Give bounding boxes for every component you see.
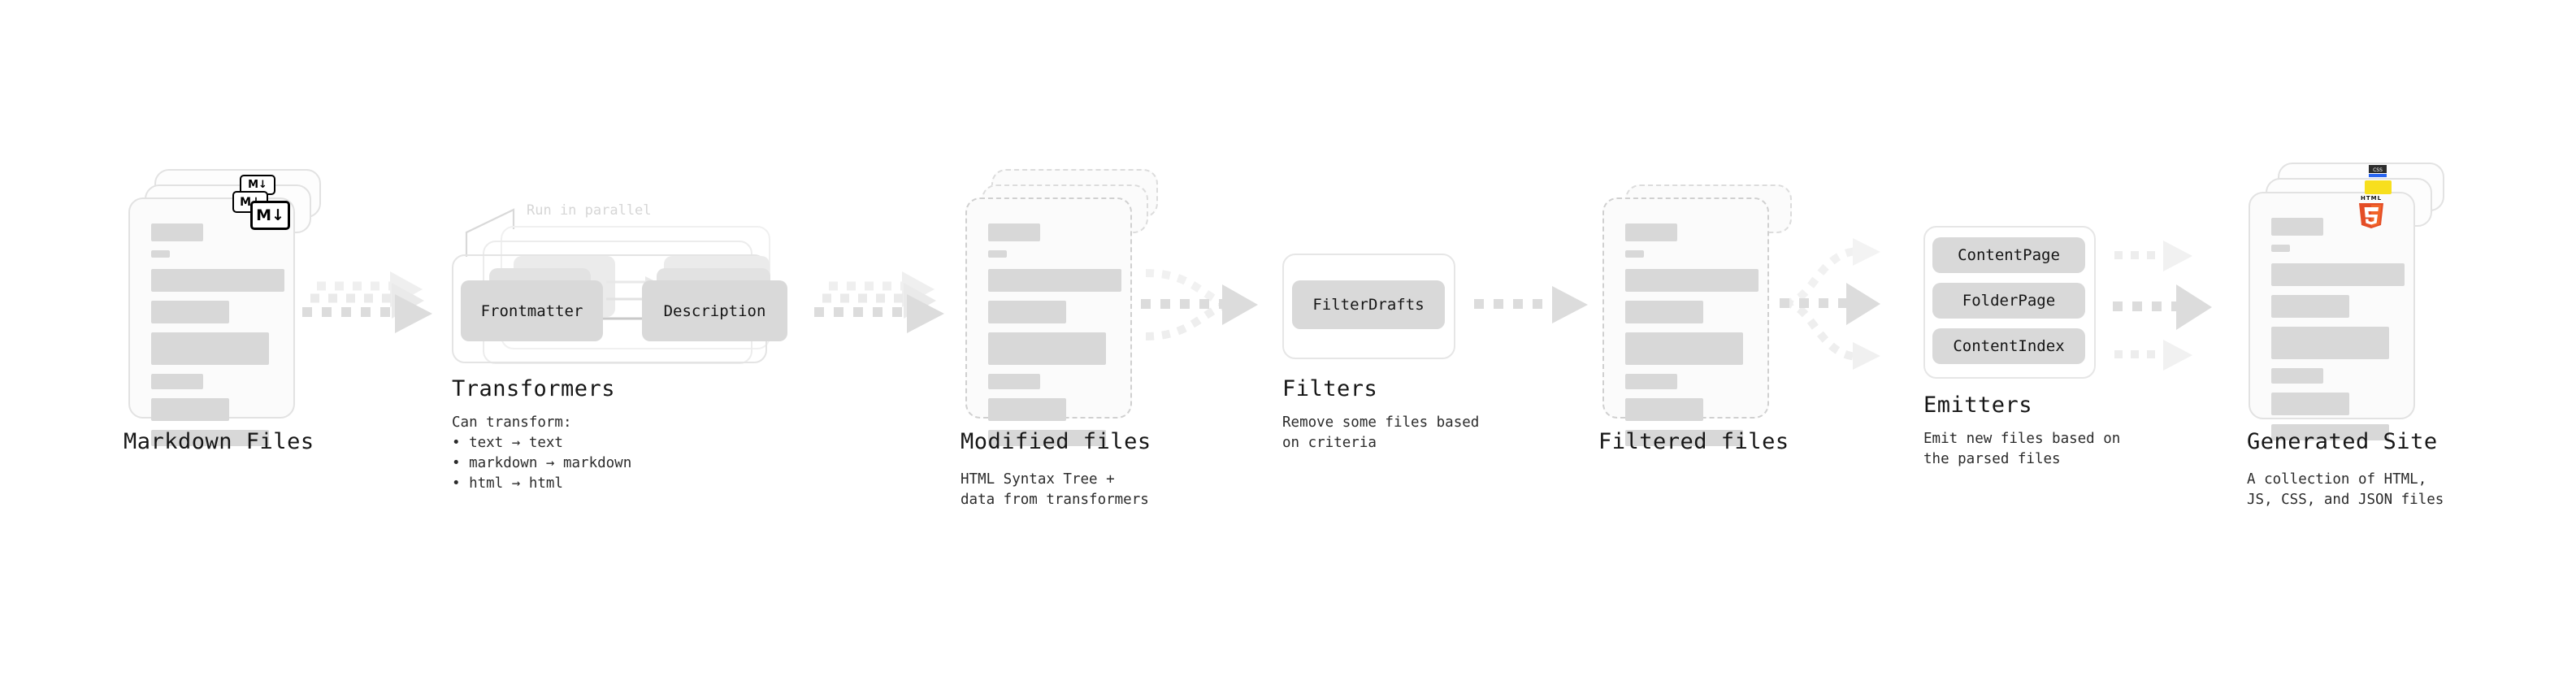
stage-desc-generated-site: A collection of HTML, JS, CSS, and JSON … — [2247, 471, 2444, 508]
connector-emitters-to-site — [2113, 241, 2212, 371]
stage-desc-modified-files: HTML Syntax Tree + data from transformer… — [961, 471, 1149, 508]
pill-description[interactable]: Description — [642, 280, 787, 341]
filters-box — [1282, 254, 1455, 359]
stage-desc-emitters: Emit new files based on the parsed files — [1923, 431, 2121, 467]
connector-md-to-transformers — [302, 271, 432, 333]
connector-transformers-to-modified — [814, 271, 944, 333]
markdown-card-front — [128, 197, 295, 446]
emitters-box — [1923, 226, 2096, 379]
modified-card-placeholder-lines — [988, 223, 1121, 455]
stage-title-filtered-files: Filtered files — [1598, 429, 1789, 454]
stage-title-generated-site: Generated Site — [2247, 429, 2438, 454]
stage-desc-transformers: Can transform: • text → text • markdown … — [452, 414, 632, 492]
pill-contentpage[interactable]: ContentPage — [1932, 237, 2085, 273]
filtered-card-front — [1602, 197, 1769, 446]
html5-icon: HTML — [2359, 195, 2383, 228]
svg-text:HTML: HTML — [2361, 195, 2382, 202]
pill-contentindex[interactable]: ContentIndex — [1932, 328, 2085, 364]
run-in-parallel-label: Run in parallel — [527, 202, 652, 219]
pill-folderpage[interactable]: FolderPage — [1932, 283, 2085, 319]
site-card-front — [2249, 192, 2415, 440]
svg-text:CSS: CSS — [2373, 167, 2383, 173]
markdown-card-placeholder-lines — [151, 223, 284, 455]
stage-title-modified-files: Modified files — [961, 429, 1151, 454]
run-in-parallel-bracket — [465, 208, 515, 257]
css3-icon: CSS — [2369, 165, 2387, 177]
stage-title-markdown-files: Markdown Files — [124, 429, 314, 454]
modified-card-front — [965, 197, 1132, 446]
pill-filterdrafts[interactable]: FilterDrafts — [1292, 280, 1445, 329]
markdown-icon-front: M↓ — [250, 201, 290, 230]
connector-filtered-to-emitters — [1780, 238, 1880, 370]
pill-frontmatter[interactable]: Frontmatter — [461, 280, 603, 341]
filtered-card-placeholder-lines — [1625, 223, 1759, 455]
stage-title-filters: Filters — [1282, 376, 1378, 401]
stage-desc-filters: Remove some files based on criteria — [1282, 414, 1480, 451]
stage-title-transformers: Transformers — [452, 376, 616, 401]
site-card-placeholder-lines — [2271, 218, 2405, 449]
javascript-icon — [2365, 180, 2392, 194]
connector-modified-to-filters — [1141, 269, 1258, 340]
connector-filters-to-filtered — [1474, 286, 1588, 323]
stage-title-emitters: Emitters — [1923, 393, 2033, 418]
